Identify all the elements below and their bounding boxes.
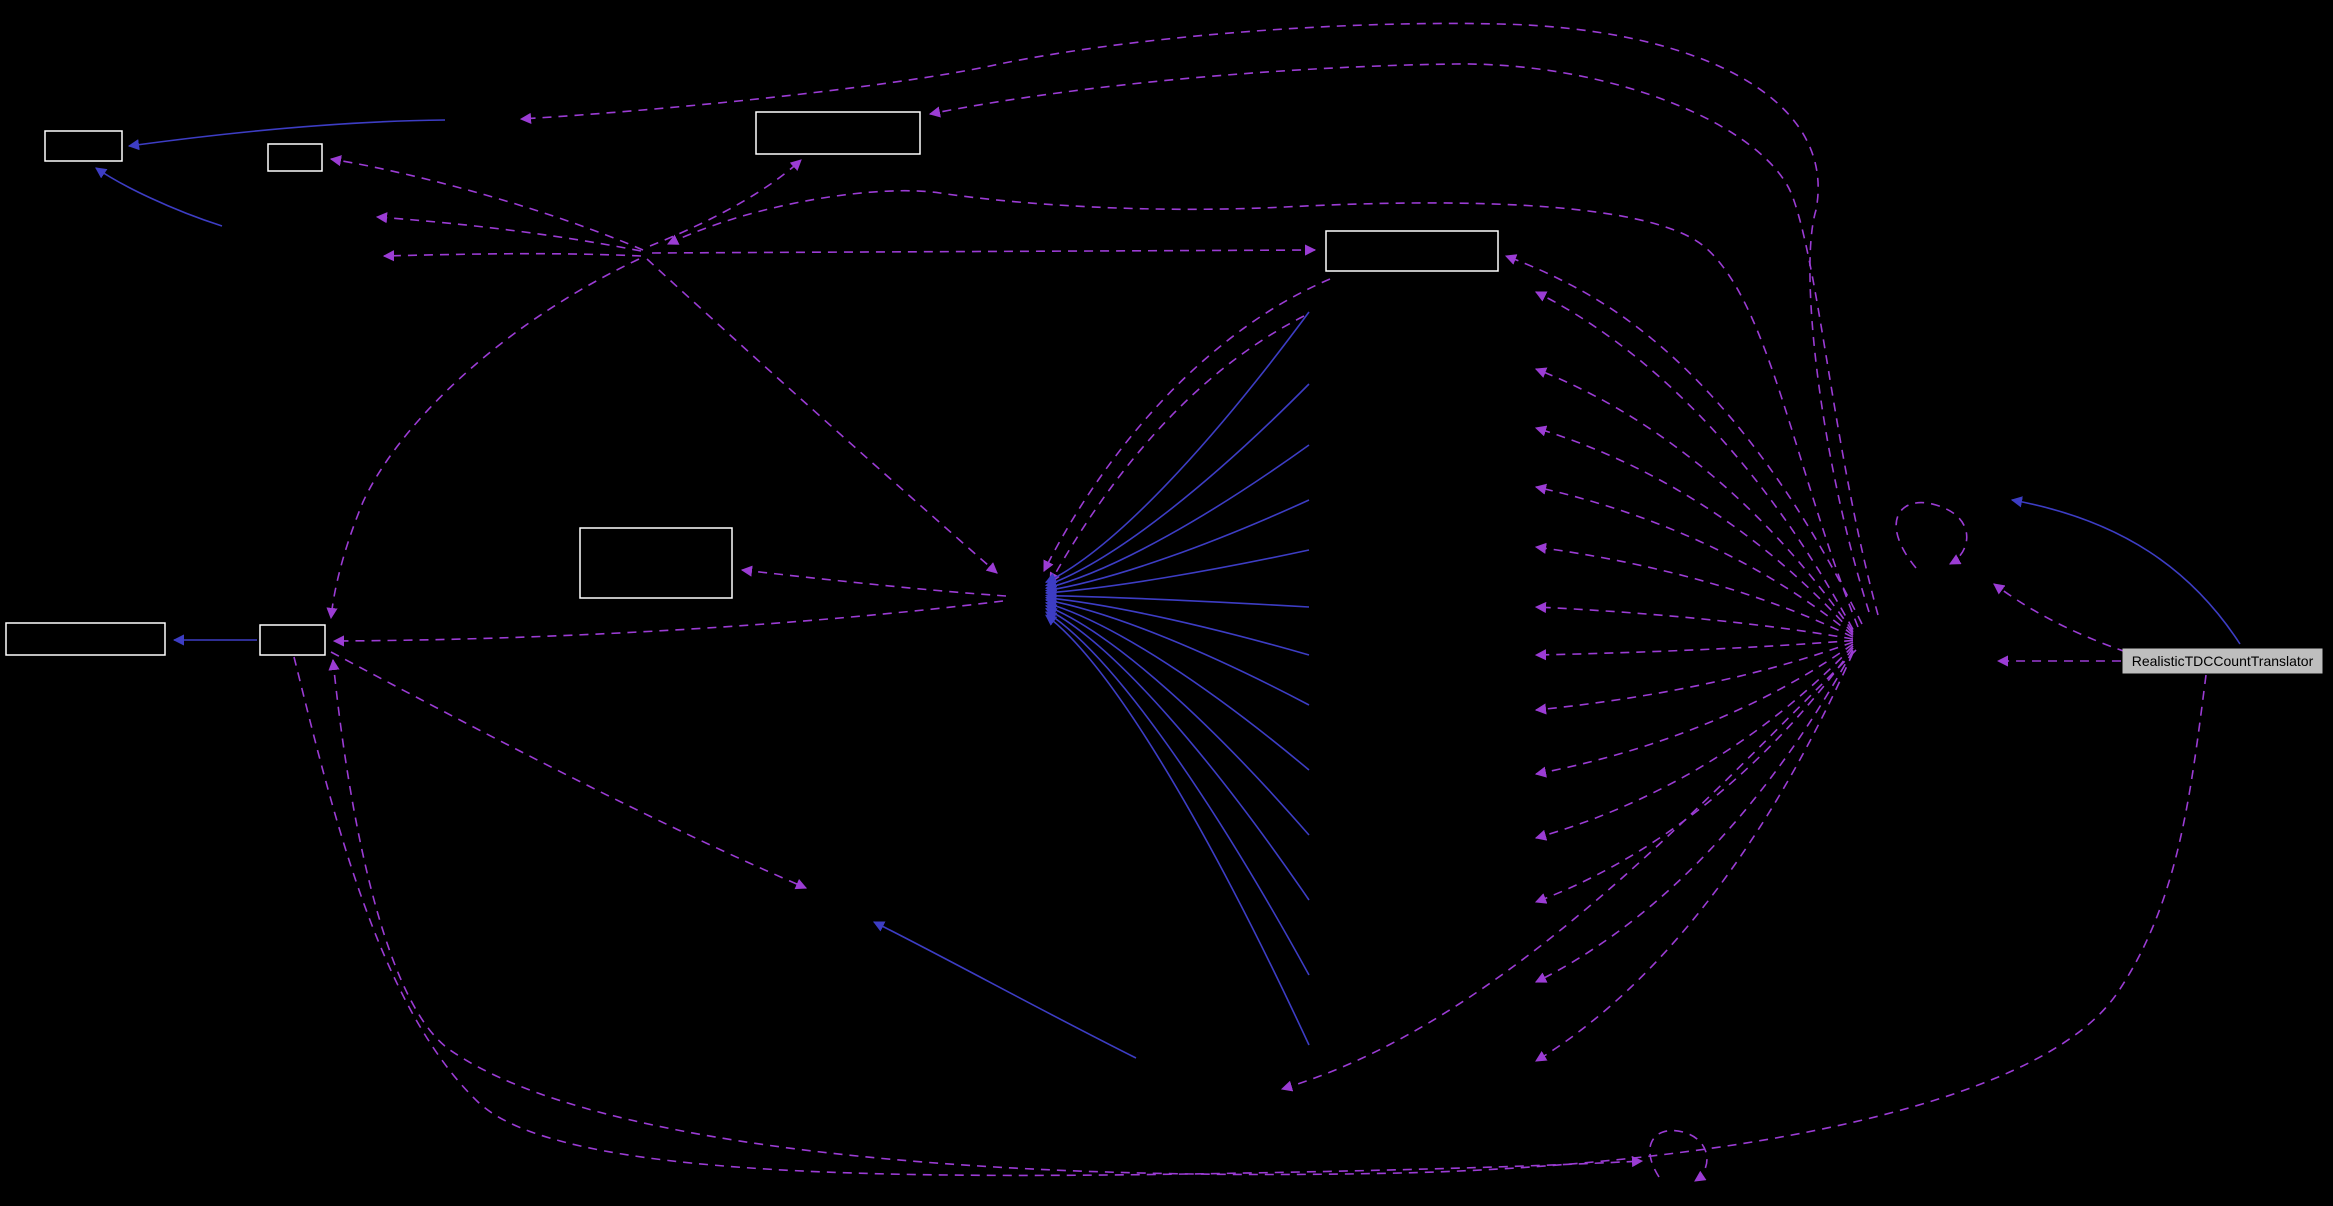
node-b[interactable]	[267, 143, 323, 172]
dashed-edge	[651, 244, 1317, 256]
dashed-edge	[382, 250, 642, 262]
solid-fan-edge	[1045, 614, 1310, 1046]
dashed-edge	[375, 212, 642, 252]
solid-fan-edge	[1044, 600, 1310, 771]
dashed-fan-edge	[1534, 367, 1854, 633]
solid-fan-edge	[1044, 596, 1310, 706]
node-f[interactable]	[5, 622, 166, 656]
node-e[interactable]	[579, 527, 733, 599]
node-g[interactable]	[259, 624, 326, 656]
node-realistic-tdc-count-translator[interactable]	[2122, 648, 2323, 674]
dashed-fan-edge	[1534, 649, 1854, 983]
dashed-fan-edge	[1534, 601, 1854, 640]
dashed-fan-edge	[1534, 647, 1854, 904]
dashed-fan-edge	[1534, 542, 1854, 638]
solid-fan-edge	[1044, 604, 1310, 836]
dashed-edge	[293, 656, 1644, 1177]
dashed-edge	[928, 63, 1879, 616]
solid-fan-edge	[1044, 549, 1310, 598]
dashed-fan-edge	[1534, 645, 1854, 841]
dashed-fan-edge	[1534, 291, 1854, 630]
solid-fan-edge	[1044, 383, 1310, 588]
dashed-edge	[740, 565, 1007, 597]
solid-edge	[95, 167, 223, 227]
dashed-edge	[326, 258, 640, 620]
dashed-fan-edge	[1534, 425, 1854, 635]
solid-fan-edge	[1044, 311, 1310, 584]
node-d[interactable]	[1325, 230, 1499, 272]
graph-nodes: RealisticTDCCountTranslator	[5, 111, 2323, 674]
dashed-edge	[1895, 501, 1968, 569]
dashed-edge	[1280, 649, 1857, 1092]
dashed-edge	[519, 22, 1870, 613]
dashed-edge	[1993, 583, 2127, 653]
dashed-edge	[332, 600, 1004, 647]
dashed-edge	[666, 189, 1859, 628]
dashed-edge	[329, 155, 644, 251]
dashed-edge	[1049, 315, 1305, 584]
dashed-dependency-edges	[293, 22, 2207, 1182]
dashed-fan-edge	[1534, 483, 1854, 637]
node-a[interactable]	[44, 130, 123, 162]
dashed-edge	[646, 258, 998, 574]
dashed-edge	[330, 651, 808, 890]
dashed-edge	[649, 159, 802, 247]
solid-inheritance-edges	[95, 119, 2241, 1059]
dashed-fan-edge	[1534, 643, 1854, 778]
dashed-edge	[1504, 254, 1863, 625]
solid-fan-edge	[1044, 593, 1310, 656]
solid-edge	[872, 921, 1137, 1059]
solid-fan-edge	[1045, 608, 1310, 901]
solid-fan-edge	[1045, 611, 1310, 976]
solid-edge	[127, 119, 446, 151]
dashed-edge	[1649, 1129, 1708, 1182]
solid-fan-edge	[1044, 590, 1310, 608]
dashed-fan-edge	[1534, 641, 1854, 715]
node-label: RealisticTDCCountTranslator	[2132, 653, 2314, 669]
dashed-fan-edge	[1534, 639, 1854, 661]
dashed-fan-edge	[1535, 652, 1854, 1062]
solid-edge	[2010, 496, 2241, 645]
solid-fan-edge	[1044, 499, 1310, 595]
solid-fan-edge	[1044, 444, 1310, 592]
dashed-edge	[1043, 278, 1331, 572]
node-c[interactable]	[755, 111, 921, 155]
